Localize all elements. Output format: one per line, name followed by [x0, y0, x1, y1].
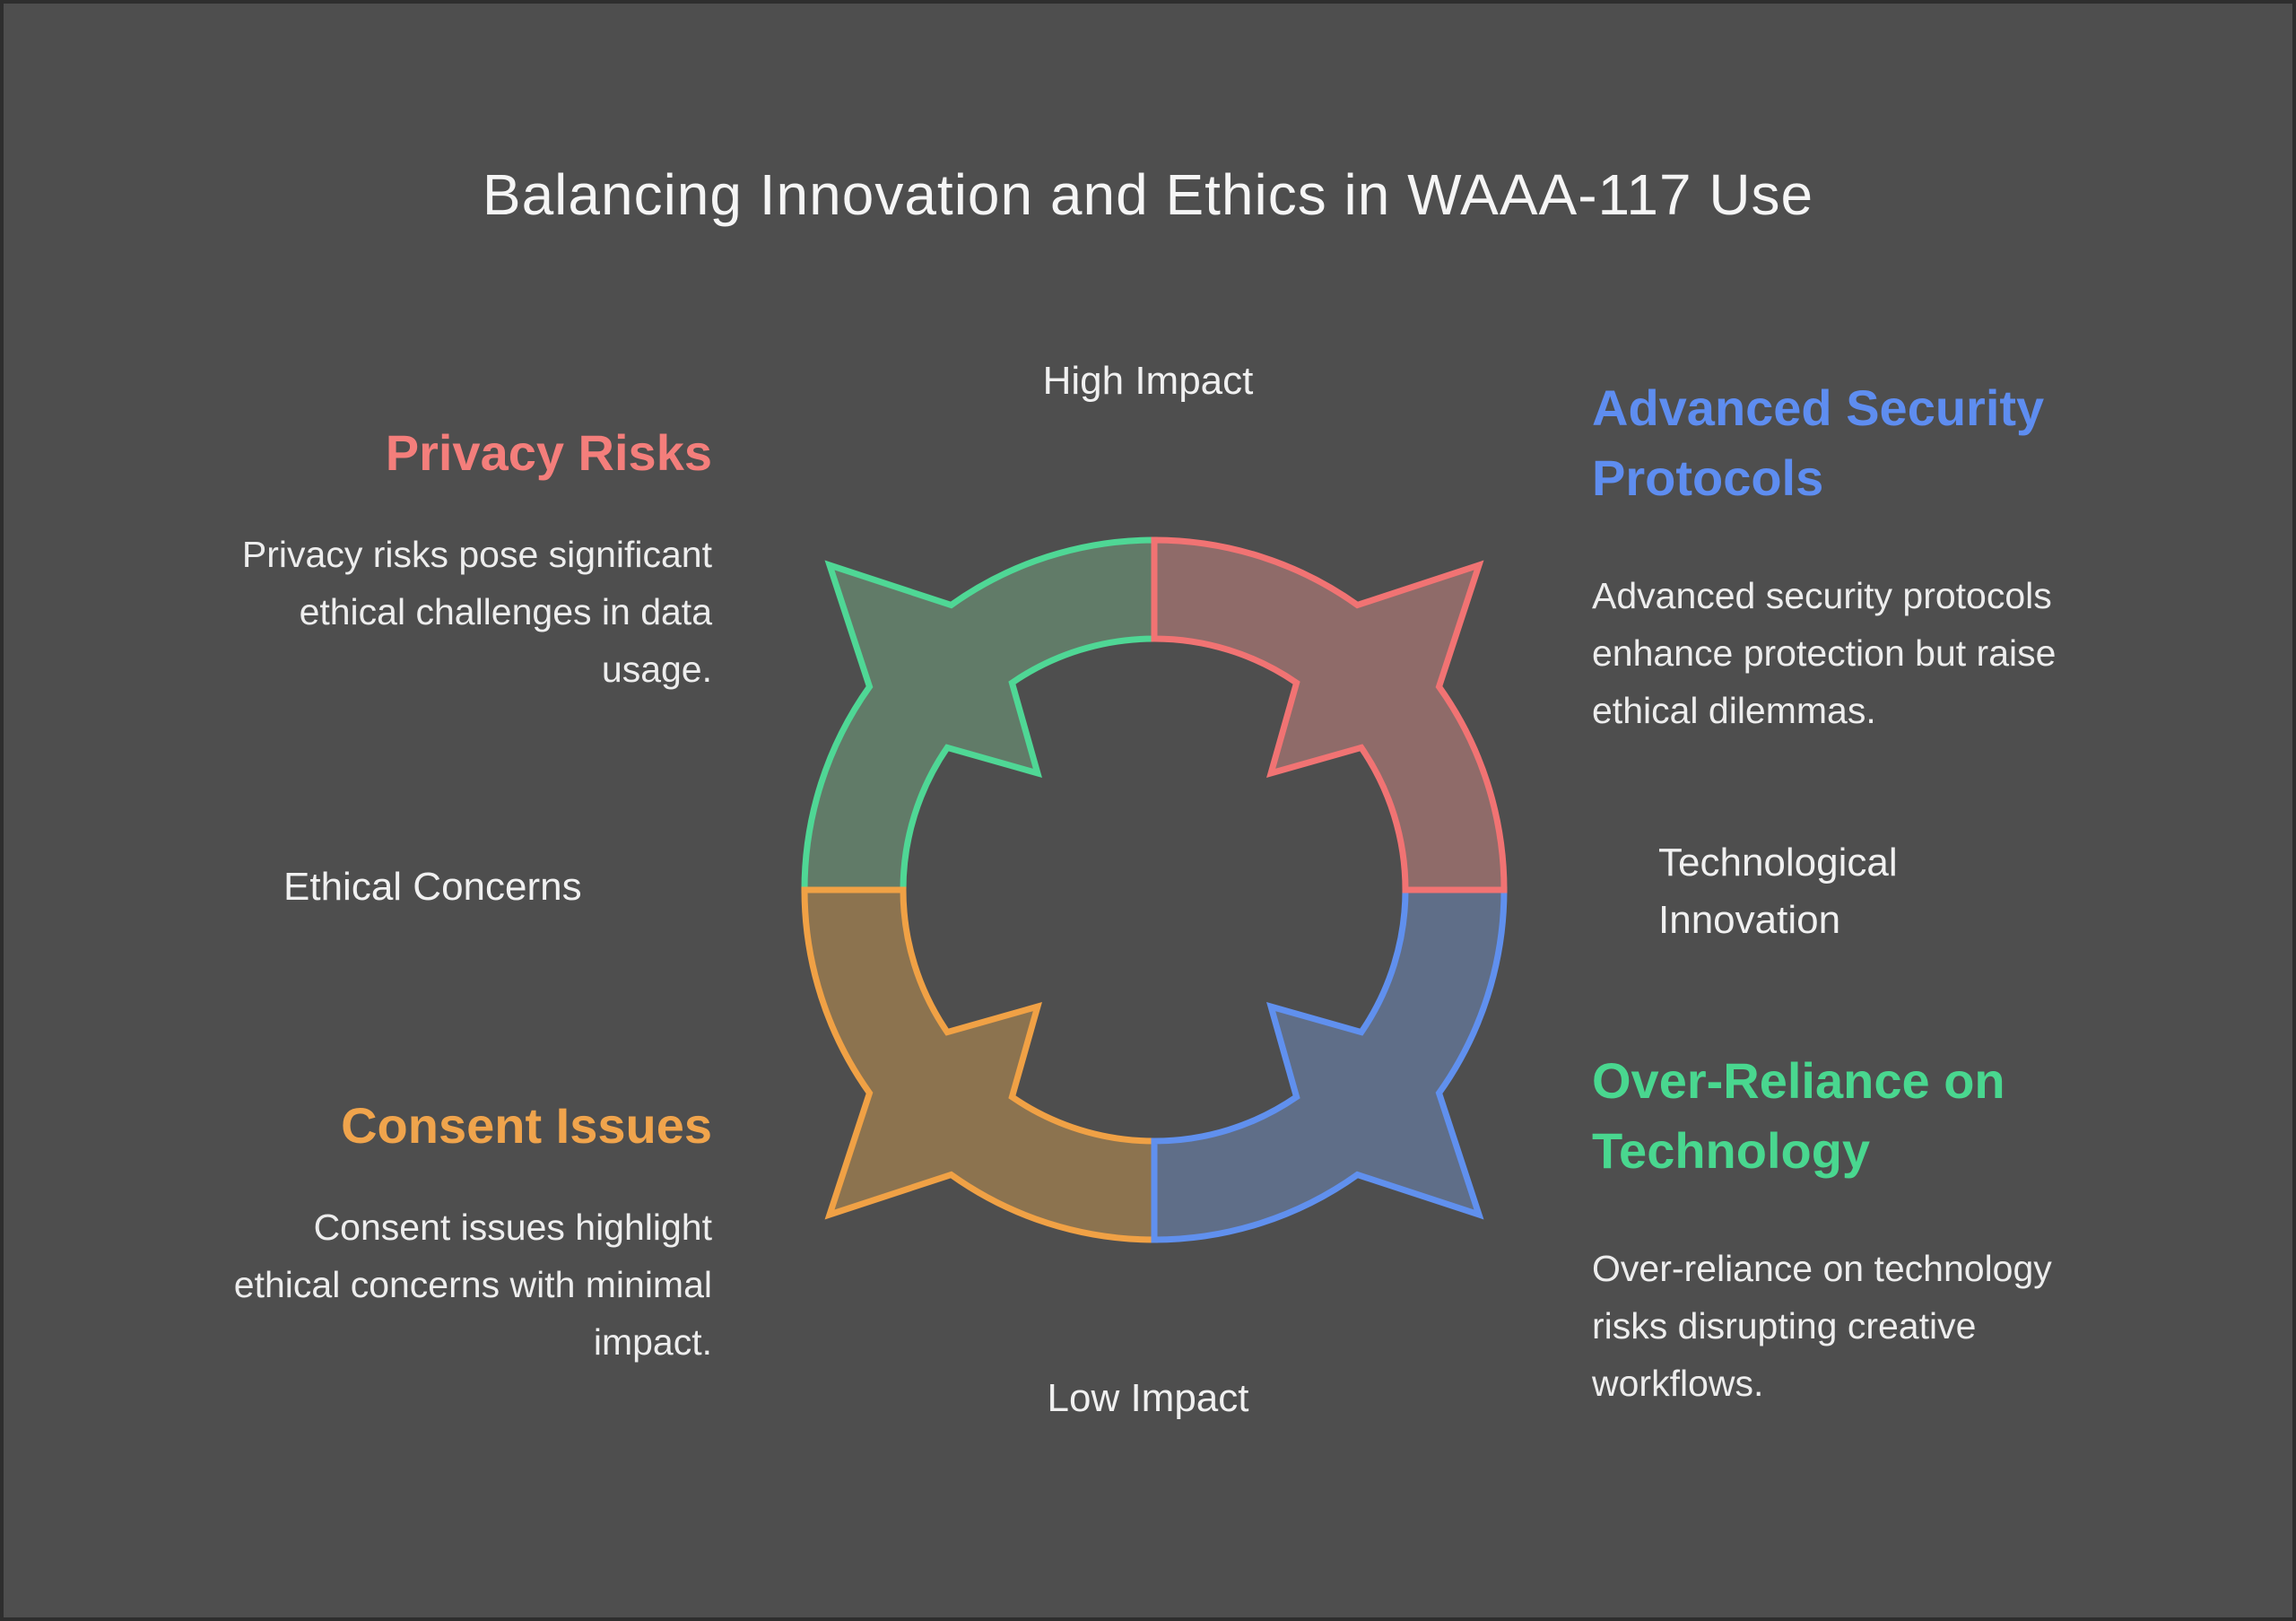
quadrant-heading-over-reliance-on-technology: Over-Reliance on Technology	[1592, 1052, 2005, 1179]
cycle-diagram	[801, 536, 1508, 1243]
axis-label-high-impact: High Impact	[1042, 359, 1254, 403]
axis-label-ethical-concerns: Ethical Concerns	[283, 865, 582, 909]
quadrant-arc-green-top-left	[801, 536, 1158, 893]
quadrant-body-advanced-security-protocols: Advanced security protocols enhance prot…	[1592, 575, 2057, 731]
quadrant-arc-red-top-right	[1151, 536, 1508, 893]
quadrant-body-consent-issues: Consent issues highlight ethical concern…	[233, 1207, 712, 1363]
quadrant-heading-privacy-risks: Privacy Risks	[385, 424, 712, 481]
quadrant-body-over-reliance-on-technology: Over-reliance on technology risks disrup…	[1592, 1248, 2052, 1404]
quadrant-body-privacy-risks: Privacy risks pose significant ethical c…	[241, 534, 712, 690]
axis-label-low-impact: Low Impact	[1047, 1376, 1249, 1420]
page-title: Balancing Innovation and Ethics in WAAA-…	[482, 162, 1814, 227]
quadrant-heading-consent-issues: Consent Issues	[341, 1097, 712, 1154]
quadrant-heading-advanced-security-protocols: Advanced Security Protocols	[1592, 379, 2045, 506]
quadrant-arc-blue-bottom-right	[1151, 886, 1508, 1243]
quadrant-arc-orange-bottom-left	[801, 886, 1158, 1243]
axis-label-technological-innovation: Technological Innovation	[1658, 841, 1898, 942]
